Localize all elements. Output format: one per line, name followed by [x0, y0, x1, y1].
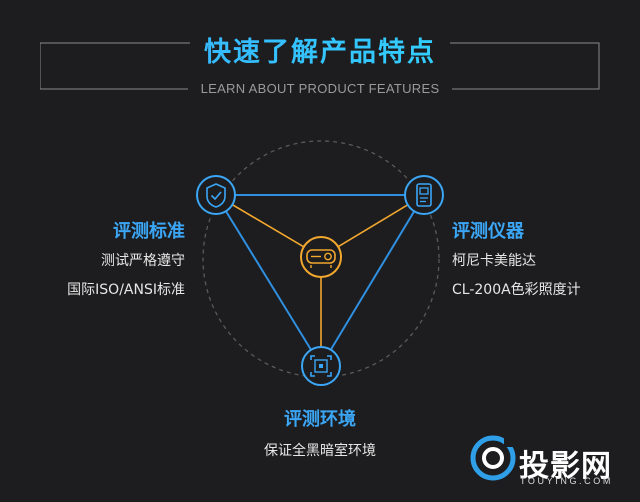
page-subtitle: LEARN ABOUT PRODUCT FEATURES	[200, 81, 440, 96]
feature-standard-line-1: 测试严格遵守	[101, 253, 185, 269]
brand-logo-subtext: TOUYING.COM	[520, 476, 613, 486]
feature-environment-line-1: 保证全黑暗室环境	[264, 443, 376, 459]
scan-frame-icon	[301, 346, 341, 386]
page-title: 快速了解产品特点	[0, 30, 640, 69]
feature-environment-title: 评测环境	[284, 409, 356, 430]
lens-logo-icon	[470, 435, 516, 481]
feature-instrument-line-2: CL-200A色彩照度计	[452, 282, 581, 298]
meter-device-icon	[404, 175, 444, 215]
brand-logo-text: 投影网	[519, 449, 612, 484]
feature-standard-line-2: 国际ISO/ANSI标准	[67, 282, 185, 298]
header-frame	[40, 42, 600, 90]
triangle-outline	[214, 194, 426, 368]
feature-instrument-title: 评测仪器	[452, 221, 524, 242]
feature-standard-title: 评测标准	[113, 221, 185, 242]
feature-instrument-line-1: 柯尼卡美能达	[452, 253, 536, 269]
projector-icon	[300, 236, 342, 278]
shield-check-icon	[196, 175, 236, 215]
